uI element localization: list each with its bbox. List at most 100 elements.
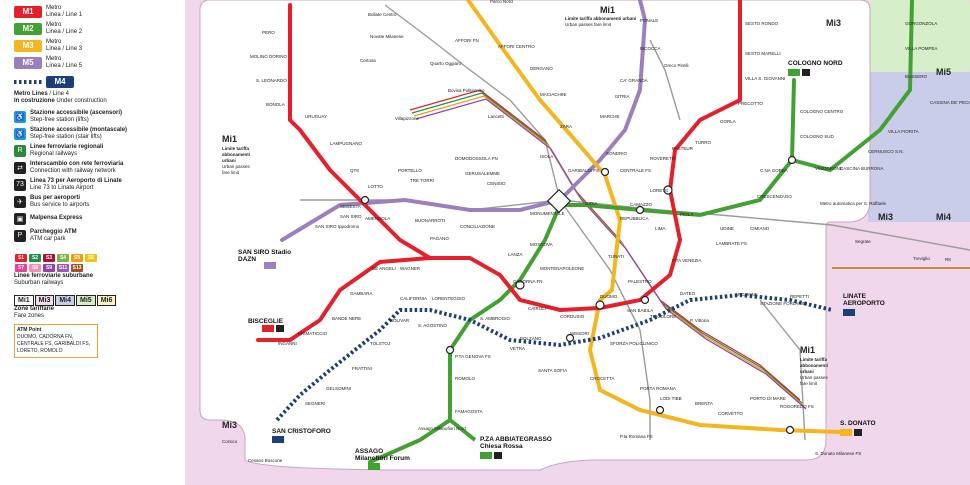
metro-line-badge: M3 (14, 39, 42, 52)
station-label: Assago Milanofiori Nord (418, 426, 466, 431)
station-label: VILLA S. GIOVANNI (745, 76, 785, 81)
station-label: LANZA (508, 252, 523, 257)
station-label: GIOIA (585, 201, 598, 206)
zone-note-bold: urbani (800, 369, 814, 374)
station-label: CADORNA FN (513, 279, 543, 284)
bus-73-icon: 73 (14, 178, 26, 191)
zone-note: Urban passes (222, 164, 251, 169)
station-label: Cesano Boscone (248, 458, 283, 463)
station-label: LORENTEGGIO (432, 296, 466, 301)
zone-mi4-strip (832, 222, 970, 260)
service-label: Stazione accessibile (ascensori)Step-fre… (30, 109, 123, 123)
zone-label: Mi3 (826, 18, 841, 28)
station-label: Quarto Oggiaro (430, 61, 462, 66)
station-label: GAMBARA (350, 291, 373, 296)
station-label: GORLA (720, 119, 736, 124)
station-label: LIMA (655, 226, 666, 231)
station-label: COLOGNO SUD (800, 134, 835, 139)
zone-note-bold: Limite tariffa abbonamenti urbani (565, 16, 636, 21)
terminal-station-label: Chiesa Rossa (480, 443, 523, 450)
m4-line (275, 292, 833, 422)
station-label: C.NA GOBBA (760, 168, 788, 173)
m4-badge: M4 (46, 75, 74, 88)
station-label: Lancetti (488, 114, 504, 119)
suburban-badge: S5 (71, 254, 83, 262)
station-label: PONALE (640, 18, 658, 23)
station-label: MOLINO DORINO (250, 54, 288, 59)
service-legend-row: ▣Malpensa Express (14, 211, 184, 226)
station-label: TURRO (695, 140, 711, 145)
station-label: SFORZA POLICLINICO (610, 341, 658, 346)
metro-line-badge: M1 (14, 5, 42, 18)
station-label: TRICOLORE (650, 314, 676, 319)
station-label: CENISIO (487, 181, 506, 186)
suburban-ribbon (409, 89, 807, 410)
accessible-elevator-icon: ♿ (14, 110, 26, 123)
fare-zone-badge: Mi5 (76, 295, 96, 306)
zone-note-bold: Limite tariffa (222, 146, 250, 151)
station-label: CIMIANO (750, 226, 770, 231)
fare-zone-badge: Mi4 (55, 295, 76, 306)
zone-note-bold: abbonamenti (800, 363, 828, 368)
suburban-badge: S3 (43, 254, 55, 262)
suburban-badge: S4 (57, 254, 69, 262)
zone-label: Mi3 (878, 212, 893, 222)
station-label: S. AGOSTINO (418, 323, 448, 328)
station-label: TURATI (608, 254, 624, 259)
station-label: TRE TORRI (410, 178, 434, 183)
station-label: GARIBALDI FS (568, 168, 599, 173)
station-label: CASSINA DE' PECCHI (930, 100, 970, 105)
station-label: QT8 (350, 168, 359, 173)
m4-legend-text: Metro Lines / Line 4 In costruzione Unde… (14, 91, 107, 104)
zone-mi1-border (199, 0, 871, 471)
segesta-note: SAN SIRO (340, 214, 362, 219)
station-label: PORTO DI MARE (750, 396, 786, 401)
station-label: GORGONZOLA (905, 21, 937, 26)
station-label: CROCETTA (590, 376, 614, 381)
station-label: STAZIONE FORLANINI (760, 301, 807, 306)
fare-zone-badge: Mi1 (14, 295, 34, 306)
station-label: PIOLA (680, 212, 693, 217)
station-label: Greco Pirelli (664, 63, 689, 68)
accessible-stairlift-icon: ♿ (14, 127, 26, 140)
station-label: CA' GRANDA (620, 78, 648, 83)
terminal-station-label: ASSAGO (355, 448, 383, 455)
station-label: DERGANO (530, 66, 553, 71)
station-label: SESTO MARELLI (745, 51, 781, 56)
station-label: P. Vittoria (690, 318, 709, 323)
station-label: CRESCENZAGO (757, 194, 792, 199)
station-label: AMENDOLA (365, 216, 390, 221)
station-label: LOTTO (368, 184, 383, 189)
suburban-badge: S8 (29, 264, 41, 272)
station-label: MISSORI (570, 331, 589, 336)
station-label: PORTA ROMANA (640, 386, 676, 391)
station-label: P.TA VENEZIA (672, 258, 701, 263)
terminal-station-label: BISCEGLIE (248, 318, 284, 325)
station-label: TOLSTOJ (370, 341, 390, 346)
station-label: S. AMBROGIO (480, 316, 511, 321)
airport-bus-icon: ✈ (14, 195, 26, 208)
station-label: BICOCCA (640, 46, 661, 51)
station-label: SAN BABILA (627, 308, 653, 313)
station-label: ROMOLO (455, 376, 476, 381)
parking-icon: P (14, 229, 26, 242)
m3-line (466, 0, 842, 434)
terminal-station-label: SAN SIRO Stadio (238, 249, 291, 256)
